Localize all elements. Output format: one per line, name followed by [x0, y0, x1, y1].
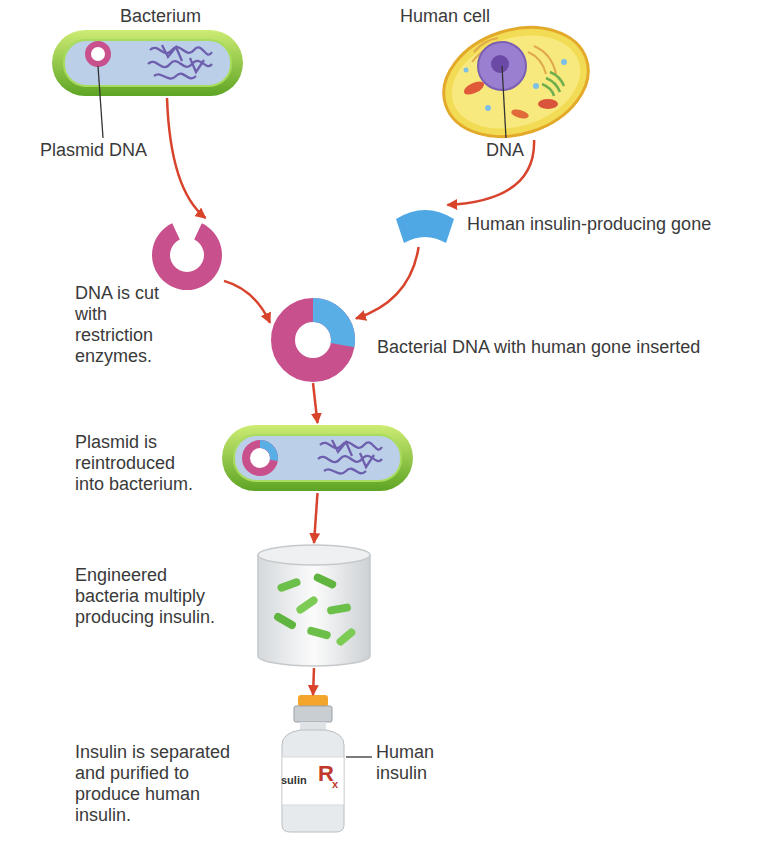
step-caption: Bacterium — [120, 6, 201, 27]
cut-plasmid-shape — [150, 218, 224, 292]
step-caption: DNA is cut with restriction enzymes. — [75, 283, 175, 367]
part-label: Plasmid DNA — [40, 140, 147, 161]
step-caption: Engineered bacteria multiply producing i… — [75, 565, 220, 628]
human-cell-shape — [438, 22, 593, 140]
gene-fragment-shape — [393, 205, 457, 247]
insulin-vial: Insulin is separated and purified to pro… — [278, 695, 348, 833]
flow-arrow — [313, 383, 318, 423]
step-caption: Bacterial DNA with human gone inserted — [377, 337, 700, 358]
step-caption: Plasmid is reintroduced into bacterium. — [75, 432, 205, 495]
recombinant-plasmid-shape — [270, 297, 356, 383]
vial-text: sulin — [281, 774, 307, 787]
leader-line — [346, 756, 372, 757]
rx-symbol: x — [332, 778, 338, 791]
flow-arrow — [167, 98, 206, 218]
part-label: DNA — [486, 140, 524, 161]
engineered-bacterium: Plasmid is reintroduced into bacterium. — [220, 423, 415, 493]
bacterium-cell: Bacterium — [50, 28, 245, 98]
flow-arrow — [356, 247, 419, 319]
cut-plasmid: DNA is cut with restriction enzymes. — [150, 218, 224, 292]
flow-arrow — [447, 140, 534, 205]
bacterium-cell-shape — [50, 28, 245, 98]
culture-vat-shape — [255, 543, 373, 668]
recombinant-plasmid: Bacterial DNA with human gone inserted — [270, 297, 356, 383]
flow-arrow — [313, 668, 314, 695]
step-caption: Human insulin-producing gone — [467, 214, 711, 235]
step-caption: Insulin is separated and purified to pro… — [75, 742, 235, 826]
human-cell: Human cell — [438, 22, 593, 140]
culture-vat: Engineered bacteria multiply producing i… — [255, 543, 373, 668]
gene-fragment: Human insulin-producing gone — [393, 205, 457, 247]
part-label: Human insulin — [376, 742, 456, 784]
flow-arrow — [314, 493, 318, 543]
step-caption: Human cell — [400, 6, 490, 27]
engineered-bacterium-shape — [220, 423, 415, 493]
rx-symbol: R — [318, 762, 334, 786]
insulin-vial-shape — [278, 695, 348, 833]
flow-arrow — [224, 281, 270, 323]
